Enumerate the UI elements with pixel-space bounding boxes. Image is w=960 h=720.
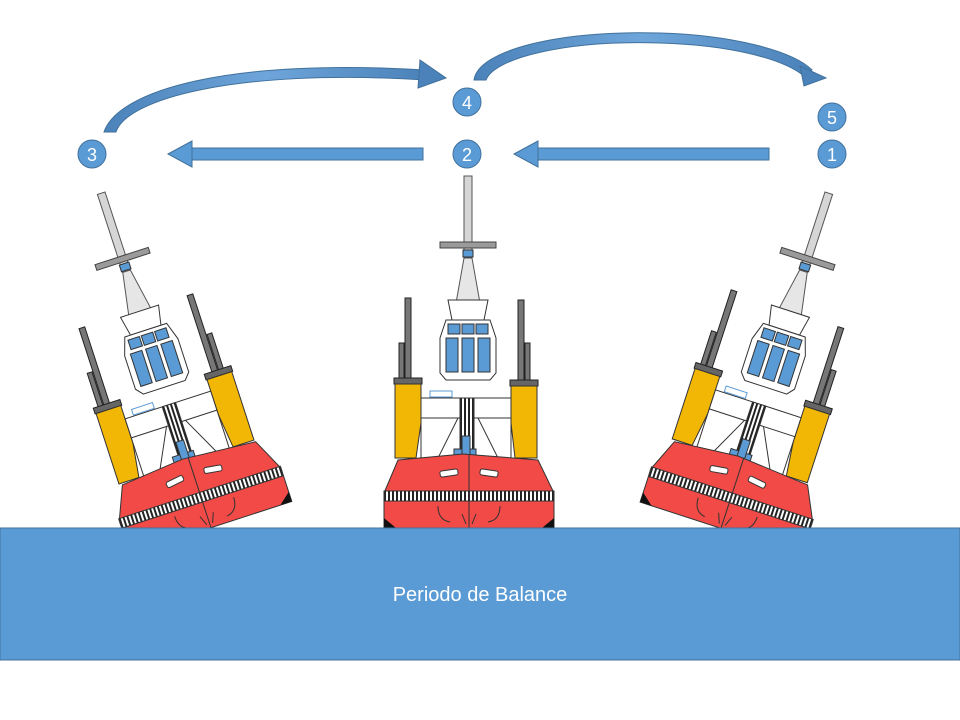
svg-text:5: 5	[827, 108, 837, 128]
badge-position-2: 2	[452, 139, 482, 169]
badge-position-4: 4	[452, 87, 482, 117]
badge-position-5: 5	[817, 102, 847, 132]
arrow-1-to-2	[512, 140, 770, 168]
arc-arrow-4-to-5	[473, 32, 828, 87]
badge-position-1: 1	[817, 139, 847, 169]
arc-arrow-3-to-4	[103, 59, 448, 133]
tug-center-upright	[383, 175, 555, 529]
svg-text:3: 3	[87, 145, 97, 165]
tug-right-heeled	[639, 166, 912, 556]
tug-left-heeled	[20, 166, 293, 555]
svg-text:2: 2	[462, 145, 472, 165]
svg-text:4: 4	[462, 93, 472, 113]
arrow-2-to-3	[166, 140, 424, 168]
sea-band	[0, 527, 960, 661]
caption: Periodo de Balance	[393, 584, 568, 606]
badge-position-3: 3	[77, 139, 107, 169]
svg-text:1: 1	[827, 145, 837, 165]
